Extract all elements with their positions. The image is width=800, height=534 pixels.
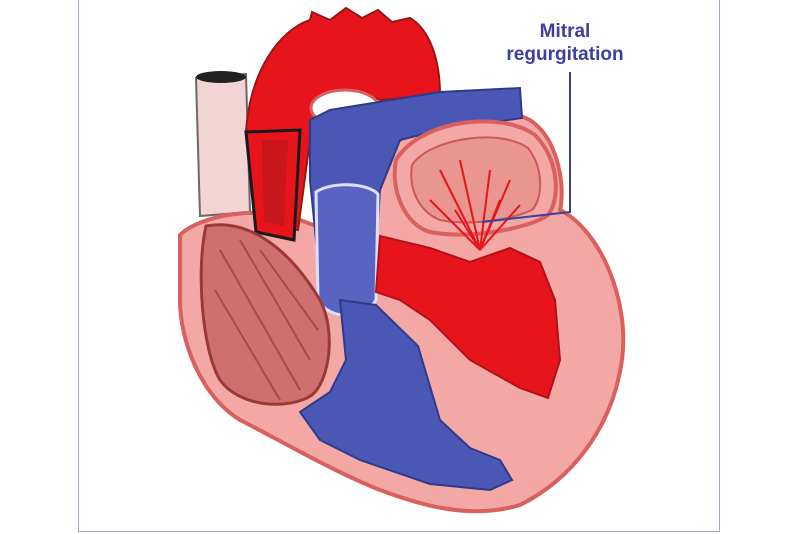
right-ventricle [298, 298, 514, 492]
superior-vena-cava [194, 71, 252, 218]
pulmonary-artery [309, 86, 524, 317]
regurgitation-jet [429, 159, 521, 251]
annotation-leader-line [481, 72, 571, 223]
left-ventricle [374, 234, 562, 400]
left-atrium [392, 119, 558, 237]
label-line-2: regurgitation [506, 44, 624, 65]
mitral-regurgitation-label: Mitral regurgitation [470, 20, 660, 66]
right-atrium [199, 223, 331, 406]
label-line-1: Mitral [539, 21, 591, 42]
